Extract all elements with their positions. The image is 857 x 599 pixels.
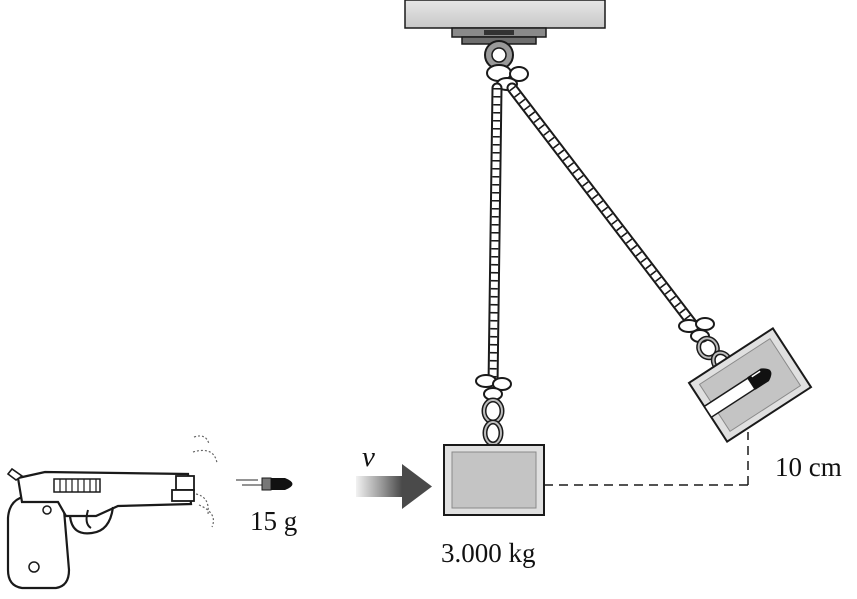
embedded-bullet-icon — [747, 368, 772, 390]
pendulum-block — [443, 444, 545, 516]
ceiling-mount-icon — [451, 27, 547, 91]
velocity-label: v — [362, 441, 375, 473]
rise-height-label: 10 cm — [775, 452, 842, 482]
swung-pendulum-block — [687, 327, 813, 443]
velocity-arrow — [356, 464, 432, 509]
block-hook-knot — [475, 374, 512, 447]
height-reference-lines — [544, 432, 749, 486]
pistol-icon — [6, 435, 218, 590]
vertical-rope — [487, 82, 503, 391]
ceiling — [404, 0, 606, 29]
bullet-icon — [236, 477, 293, 491]
block-mass-label: 3.000 kg — [441, 538, 536, 568]
bullet-mass-label: 15 g — [250, 506, 297, 536]
diagonal-rope — [506, 82, 700, 332]
